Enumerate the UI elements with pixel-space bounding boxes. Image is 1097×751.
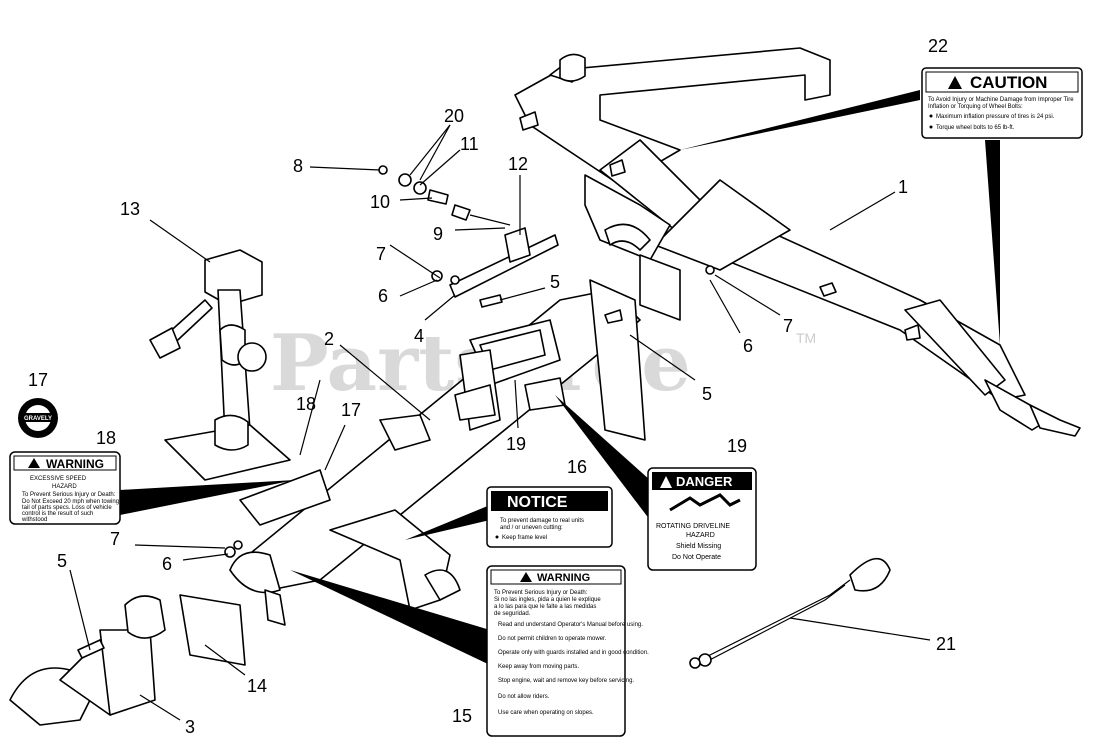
safety-chain — [689, 557, 891, 669]
callout-9: 9 — [433, 224, 443, 244]
callout-6a: 6 — [378, 286, 388, 306]
callout-14: 14 — [247, 676, 267, 696]
callout-6c: 6 — [162, 554, 172, 574]
callout-10: 10 — [370, 192, 390, 212]
svg-text:WARNING: WARNING — [537, 572, 590, 584]
decal-danger: DANGER ROTATING DRIVELINE HAZARD Shield … — [647, 467, 757, 571]
svg-text:To prevent damage to real unit: To prevent damage to real units — [500, 518, 584, 524]
svg-text:Do Not Exceed 20 mph when towi: Do Not Exceed 20 mph when towing — [22, 499, 119, 505]
svg-text:Torque wheel bolts to 65 lb-ft: Torque wheel bolts to 65 lb-ft. — [936, 125, 1015, 131]
callout-7b: 7 — [783, 316, 793, 336]
callout-11: 11 — [460, 134, 479, 154]
svg-text:HAZARD: HAZARD — [52, 484, 77, 490]
callout-4: 4 — [414, 326, 424, 346]
svg-text:DANGER: DANGER — [676, 474, 733, 489]
hitch-assembly — [9, 594, 246, 726]
tongue-frame — [229, 279, 646, 626]
callout-7a: 7 — [376, 244, 386, 264]
callout-13: 13 — [120, 199, 140, 219]
callout-7c: 7 — [110, 529, 120, 549]
svg-text:Do not allow riders.: Do not allow riders. — [498, 694, 550, 700]
callout-5a: 5 — [550, 272, 560, 292]
decal-notice: NOTICE To prevent damage to real units a… — [486, 486, 613, 548]
decal-warning-speed: WARNING EXCESSIVE SPEED HAZARD To Preven… — [9, 451, 121, 525]
decal-warning-main: WARNING To Prevent Serious Injury or Dea… — [486, 565, 649, 737]
callout-22: 22 — [928, 36, 948, 56]
svg-text:Do not permit children to oper: Do not permit children to operate mower. — [498, 636, 607, 642]
callout-15: 15 — [452, 706, 472, 726]
decal-caution: CAUTION To Avoid Injury or Machine Damag… — [921, 67, 1083, 139]
callout-20: 20 — [444, 106, 464, 126]
svg-text:a lo las para que le falte a l: a lo las para que le falte a las medidas — [494, 604, 596, 610]
callout-5c: 5 — [57, 551, 67, 571]
callout-17a: 17 — [28, 370, 48, 390]
callout-16: 16 — [567, 457, 587, 477]
callout-5b: 5 — [702, 384, 712, 404]
callout-12: 12 — [508, 154, 528, 174]
svg-text:Maximum inflation pressure of: Maximum inflation pressure of tires is 2… — [936, 114, 1055, 120]
callout-19a: 19 — [506, 434, 526, 454]
svg-text:To Prevent Serious Injury or D: To Prevent Serious Injury or Death: — [22, 492, 116, 498]
svg-text:withstood: withstood — [21, 517, 47, 523]
svg-text:Inflation or Torquing of Wheel: Inflation or Torquing of Wheel Bolts: — [928, 104, 1023, 110]
callout-1: 1 — [898, 177, 908, 197]
callout-8: 8 — [293, 156, 303, 176]
svg-text:Si no las ingles, pida a quien: Si no las ingles, pida a quien le expliq… — [494, 597, 601, 603]
callout-3: 3 — [185, 717, 195, 737]
callout-2: 2 — [324, 329, 334, 349]
svg-text:tail of parts specs. Loss of v: tail of parts specs. Loss of vehicle — [22, 505, 112, 511]
jack-stand — [149, 249, 291, 481]
svg-text:To Prevent Serious Injury or D: To Prevent Serious Injury or Death: — [494, 590, 588, 596]
svg-text:Keep frame level: Keep frame level — [502, 535, 547, 541]
svg-text:Operate only with guards insta: Operate only with guards installed and i… — [498, 650, 649, 656]
label-pointers — [120, 90, 1000, 665]
svg-text:NOTICE: NOTICE — [507, 494, 568, 511]
watermark-tm: TM — [796, 330, 816, 346]
callout-21: 21 — [936, 634, 956, 654]
main-frame — [514, 47, 1081, 437]
callout-18a: 18 — [96, 428, 116, 448]
gravely-logo: GRAVELY — [18, 398, 58, 438]
svg-text:Stop engine, wait and remove k: Stop engine, wait and remove key before … — [498, 678, 634, 684]
svg-text:To Avoid Injury or Machine Dam: To Avoid Injury or Machine Damage from I… — [928, 97, 1074, 103]
svg-text:Shield Missing: Shield Missing — [676, 543, 721, 550]
svg-text:ROTATING DRIVELINE: ROTATING DRIVELINE — [656, 523, 730, 530]
svg-text:WARNING: WARNING — [46, 457, 104, 471]
callout-17b: 17 — [341, 400, 361, 420]
bracket-hardware — [224, 165, 715, 558]
svg-text:EXCESSIVE SPEED: EXCESSIVE SPEED — [30, 476, 87, 482]
svg-text:control is the result of such: control is the result of such — [22, 511, 93, 517]
callout-19b: 19 — [727, 436, 747, 456]
svg-text:de seguridad.: de seguridad. — [494, 611, 531, 617]
svg-text:Do Not Operate: Do Not Operate — [672, 554, 721, 561]
svg-text:Keep away from moving parts.: Keep away from moving parts. — [498, 664, 579, 670]
callout-18b: 18 — [296, 394, 316, 414]
svg-text:HAZARD: HAZARD — [686, 532, 715, 539]
callout-6b: 6 — [743, 336, 753, 356]
svg-text:Use care when operating on slo: Use care when operating on slopes. — [498, 710, 594, 716]
caution-heading: CAUTION — [970, 73, 1047, 92]
leader-lines — [69, 124, 931, 721]
svg-text:GRAVELY: GRAVELY — [24, 416, 52, 422]
svg-text:Read and understand Operator's: Read and understand Operator's Manual be… — [498, 622, 643, 628]
callout-numbers: 1 2 3 5 5 5 6 6 6 7 7 7 8 9 10 11 12 13 … — [28, 36, 956, 737]
svg-text:and / or uneven cutting:: and / or uneven cutting: — [500, 525, 563, 531]
